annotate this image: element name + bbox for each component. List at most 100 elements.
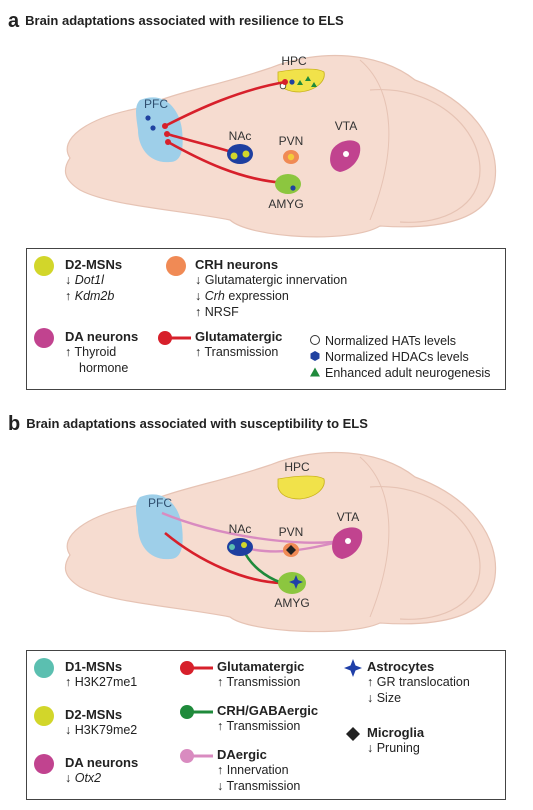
legend-da-title: DA neurons	[65, 755, 139, 770]
legend-hat: Normalized HATs levels	[309, 333, 499, 349]
legend-neuro: Enhanced adult neurogenesis	[309, 365, 499, 381]
legend-d2-title: D2-MSNs	[65, 707, 123, 722]
legend-b: D1-MSNs ↑ H3K27me1 D2-MSNs ↓ H3K79me2 DA…	[26, 650, 506, 800]
legend-crh-l1: ↓ Glutamatergic innervation	[195, 273, 348, 287]
d1-neuron	[229, 544, 235, 550]
da-neuron	[345, 538, 351, 544]
legend-d2-title: D2-MSNs	[65, 257, 123, 272]
brain-diagram-b: PFC HPC NAc PVN VTA AMYG	[64, 451, 497, 633]
legend-hdac: Normalized HDACs levels	[309, 349, 499, 365]
legend-a-crh: CRH neurons ↓ Glutamatergic innervation …	[165, 256, 348, 320]
legend-d2-l1a: ↓	[65, 273, 75, 287]
nac-label: NAc	[229, 129, 252, 143]
pvn-label: PVN	[279, 525, 304, 539]
legend-astro-l2: ↓ Size	[367, 691, 402, 705]
legend-a: D2-MSNs ↓ Dot1l ↑ Kdm2b CRH neurons ↓ Gl…	[26, 248, 506, 390]
microglia-diamond-icon	[346, 727, 360, 741]
glu-terminal	[282, 79, 288, 85]
d1-swatch-icon	[34, 658, 54, 678]
pfc-region	[136, 97, 183, 163]
crhgaba-swatch-icon	[180, 705, 213, 719]
brain-diagram-a: PFC HPC NAc PVN VTA AMYG	[64, 54, 497, 238]
legend-d1-title: D1-MSNs	[65, 659, 123, 674]
pfc-region	[136, 494, 183, 560]
daergic-projection-pfc	[161, 511, 343, 544]
cerebellum-outline	[369, 89, 481, 223]
glu-terminal	[162, 123, 168, 129]
hdac-marker	[150, 125, 156, 131]
hpc-label: HPC	[284, 460, 310, 474]
crh-neuron	[287, 153, 295, 161]
astrocyte-marker	[289, 575, 303, 589]
cortex-fold	[359, 456, 390, 618]
legend-daergic-l2: ↓ Transmission	[217, 779, 301, 793]
legend-crh-l2a: ↓	[195, 289, 205, 303]
legend-b-d1: D1-MSNs ↑ H3K27me1	[33, 658, 137, 690]
hat-circle-icon	[310, 335, 320, 345]
legend-daergic-title: DAergic	[217, 747, 267, 762]
legend-daergic-l1: ↑ Innervation	[217, 763, 289, 777]
brain-outline	[64, 54, 497, 238]
glu-terminal	[164, 131, 170, 137]
legend-astro-title: Astrocytes	[367, 659, 435, 674]
legend-a-glu: Glutamatergic ↑ Transmission	[155, 329, 282, 360]
legend-crhgaba-title: CRH/GABAergic	[217, 703, 319, 718]
legend-b-d2: D2-MSNs ↓ H3K79me2	[33, 706, 137, 738]
vta-label: VTA	[335, 119, 357, 133]
legend-b-daergic: DAergic ↑ Innervation ↓ Transmission	[177, 747, 300, 794]
cortex-fold	[359, 59, 390, 221]
neurogenesis-marker	[297, 80, 303, 85]
legend-d2-l2a: ↑	[65, 289, 75, 303]
legend-b-micro: Microglia ↓ Pruning	[343, 725, 424, 756]
glu-projection-amyg	[167, 140, 286, 185]
legend-da-l2: hormone	[79, 361, 129, 375]
legend-crh-l2c: expression	[224, 289, 289, 303]
d2-swatch-icon	[34, 706, 54, 726]
pfc-label: PFC	[144, 97, 168, 111]
legend-d2-l1b: Dot1l	[74, 273, 104, 287]
pvn-label: PVN	[279, 134, 304, 148]
legend-glu-l1: ↑ Transmission	[195, 345, 279, 359]
legend-crh-title: CRH neurons	[195, 257, 279, 272]
panel-a-letter: a	[8, 10, 20, 32]
daergic-swatch-icon	[180, 749, 213, 763]
legend-glu-l1: ↑ Transmission	[217, 675, 301, 689]
legend-micro-title: Microglia	[367, 725, 425, 740]
amyg-label: AMYG	[268, 197, 303, 211]
hdac-marker	[290, 185, 296, 191]
panel-b-letter: b	[8, 413, 21, 435]
crh-swatch-icon	[166, 256, 186, 276]
legend-hat-text: Normalized HATs levels	[325, 334, 457, 348]
neurogenesis-marker	[311, 82, 317, 87]
hdac-marker	[145, 115, 151, 121]
legend-b-crhgaba: CRH/GABAergic ↑ Transmission	[177, 703, 318, 734]
da-swatch-icon	[34, 328, 54, 348]
legend-da-l1: ↑ Thyroid	[65, 345, 117, 359]
legend-hdac-text: Normalized HDACs levels	[325, 350, 469, 364]
legend-glu-title: Glutamatergic	[195, 329, 283, 344]
glu-swatch-icon	[158, 331, 191, 345]
pfc-label: PFC	[148, 496, 172, 510]
neurogenesis-triangle-icon	[310, 367, 320, 377]
legend-astro-l1: ↑ GR translocation	[367, 675, 470, 689]
da-swatch-icon	[34, 754, 54, 774]
glu-swatch-icon	[180, 661, 213, 675]
legend-b-astro: Astrocytes ↑ GR translocation ↓ Size	[343, 659, 470, 706]
legend-crhgaba-l1: ↑ Transmission	[217, 719, 301, 733]
legend-da-l1a: ↓	[65, 771, 75, 785]
glu-projection-amyg	[164, 531, 283, 585]
vta-label: VTA	[337, 510, 359, 524]
d2-swatch-icon	[34, 256, 54, 276]
da-neuron	[343, 151, 349, 157]
legend-b-glu: Glutamatergic ↑ Transmission	[177, 659, 304, 690]
legend-da-title: DA neurons	[65, 329, 139, 344]
d2-neuron	[230, 152, 238, 160]
hdac-marker	[289, 79, 295, 85]
d2-neuron	[242, 150, 250, 158]
nac-region	[227, 538, 253, 556]
legend-crh-l3: ↑ NRSF	[195, 305, 239, 319]
amyg-label: AMYG	[274, 596, 309, 610]
legend-a-d2: D2-MSNs ↓ Dot1l ↑ Kdm2b	[33, 256, 123, 304]
